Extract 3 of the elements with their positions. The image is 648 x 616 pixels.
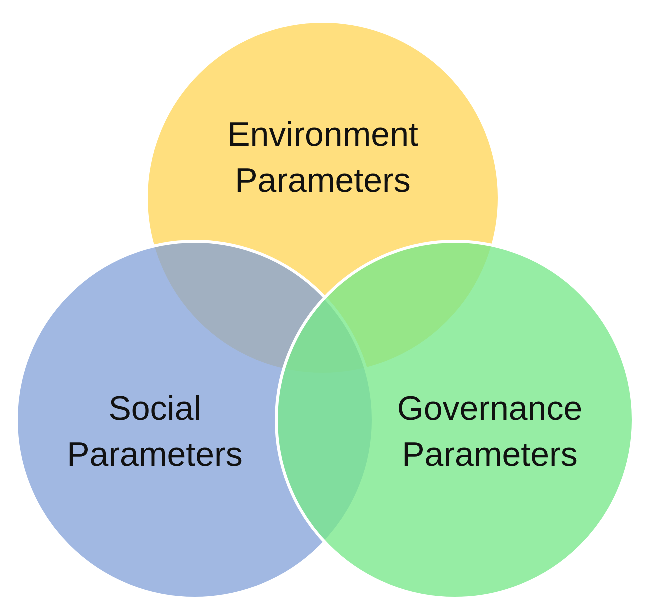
circle-label: Environment Parameters [226, 115, 420, 202]
circle-label: Governance Parameters [396, 389, 584, 476]
circle-label: Social Parameters [66, 389, 244, 476]
